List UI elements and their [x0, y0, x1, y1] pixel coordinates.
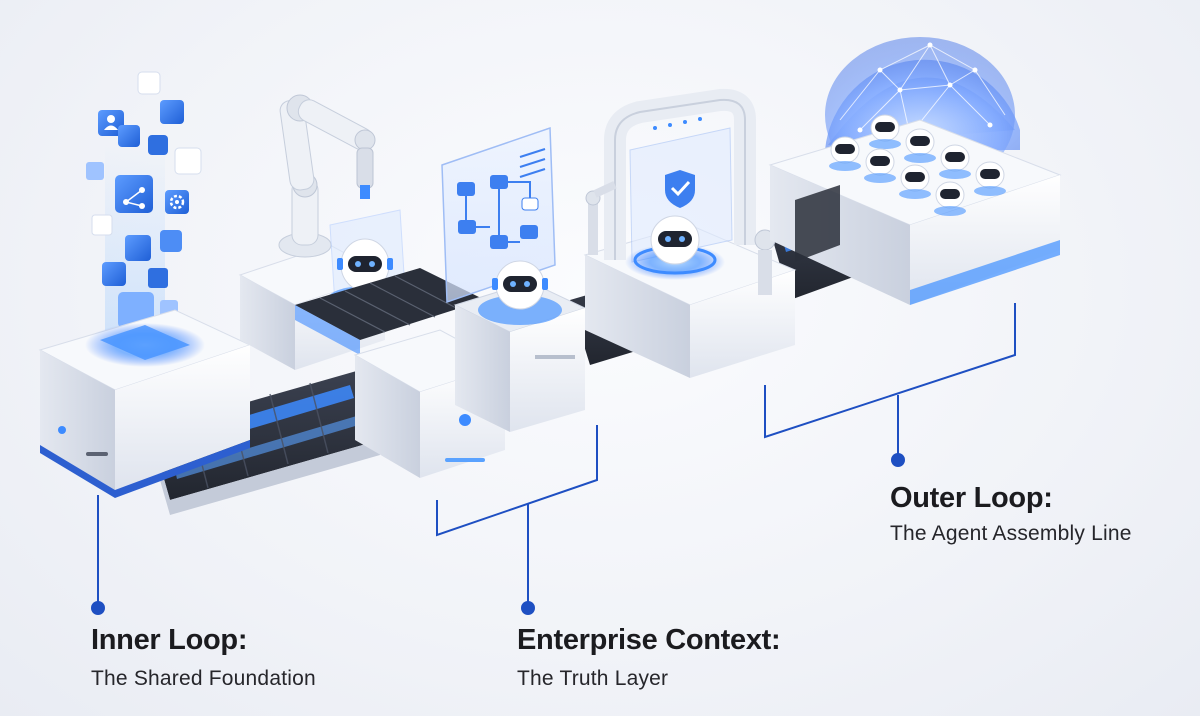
outer-loop-station: [768, 37, 1062, 305]
workflow-diagram-panel: [441, 126, 556, 304]
outer-loop-title: Outer Loop:: [890, 482, 1053, 514]
security-scanner-station: [583, 88, 797, 378]
enterprise-context-subtitle: The Truth Layer: [517, 667, 669, 690]
shield-check-icon: [665, 170, 695, 208]
inner-loop-leader: [91, 495, 105, 615]
gear-icon: [169, 194, 185, 210]
enterprise-context-title: Enterprise Context:: [517, 624, 781, 656]
user-icon: [104, 115, 118, 130]
outer-loop-leader: [764, 303, 1016, 467]
share-icon: [123, 187, 145, 209]
enterprise-context-station: [353, 126, 587, 478]
inner-loop-machine: [38, 71, 252, 498]
conveyor-platform: [295, 268, 485, 355]
robot-arm: [278, 94, 376, 258]
inner-loop-subtitle: The Shared Foundation: [91, 667, 316, 690]
inner-loop-title: Inner Loop:: [91, 624, 248, 656]
robot-icon: [650, 215, 700, 265]
outer-loop-subtitle: The Agent Assembly Line: [890, 522, 1132, 545]
robot-icon: [492, 260, 548, 310]
robot-fleet: [829, 114, 1006, 216]
enterprise-context-leader: [436, 425, 598, 615]
